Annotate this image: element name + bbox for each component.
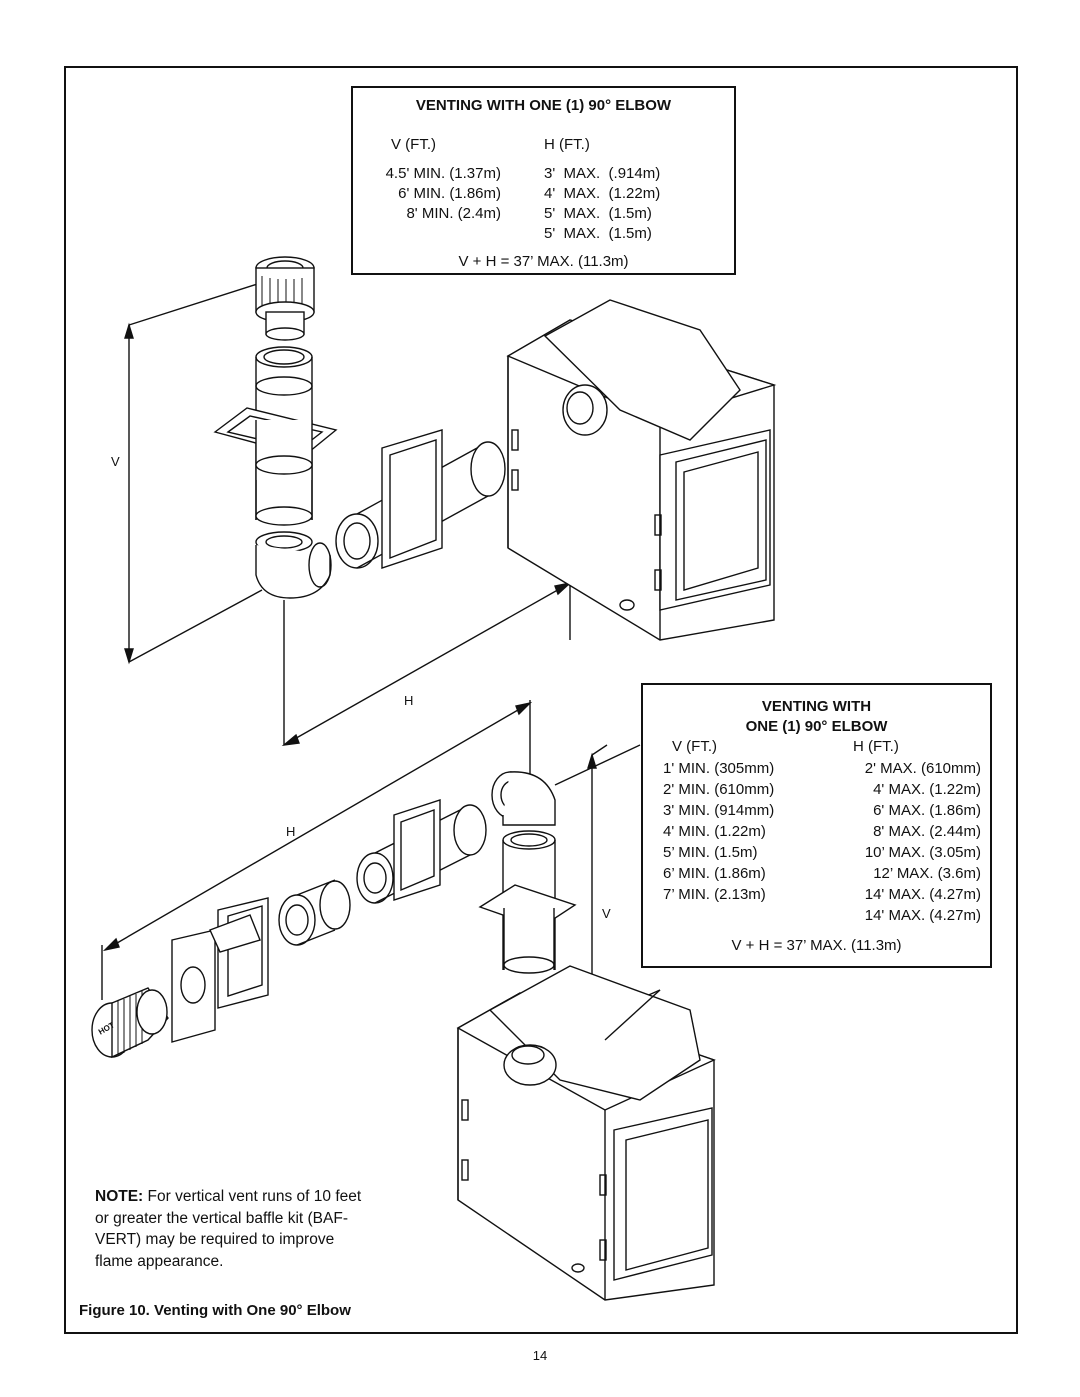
note-text: NOTE: For vertical vent runs of 10 feet … <box>95 1186 370 1272</box>
v-value: 6’ MIN. (1.86m) <box>663 865 766 882</box>
v-header: V (FT.) <box>391 136 436 153</box>
h-value: 8' MAX. (2.44m) <box>873 823 981 840</box>
h-header: H (FT.) <box>544 136 590 153</box>
h-value: 3' MAX. (.914m) <box>544 165 661 182</box>
arrow-head <box>124 322 134 339</box>
v-label-bottom: V <box>602 906 611 921</box>
h-value: 4' MAX. (1.22m) <box>544 185 661 202</box>
v-label-top: V <box>111 454 120 469</box>
table-total: V + H = 37’ MAX. (11.3m) <box>731 937 902 954</box>
v-value: 8' MIN. (2.4m) <box>406 205 501 222</box>
table-total: V + H = 37’ MAX. (11.3m) <box>458 253 629 270</box>
v-value: 1' MIN. (305mm) <box>663 760 775 777</box>
h-value: 2' MAX. (610mm) <box>864 760 981 777</box>
table-title: ONE (1) 90° ELBOW <box>745 718 888 735</box>
v-value: 5’ MIN. (1.5m) <box>663 844 758 861</box>
h-dimension-line-top <box>283 582 571 746</box>
h-value: 14' MAX. (4.27m) <box>864 907 981 924</box>
h-label-top: H <box>404 693 414 708</box>
v-value: 2' MIN. (610mm) <box>663 781 775 798</box>
h-value: 10’ MAX. (3.05m) <box>864 844 981 861</box>
figure-caption: Figure 10. Venting with One 90° Elbow <box>79 1302 351 1319</box>
v-value: 6' MIN. (1.86m) <box>398 185 501 202</box>
venting-table-bottom: VENTING WITH ONE (1) 90° ELBOW V (FT.) H… <box>641 683 992 968</box>
venting-table-top: VENTING WITH ONE (1) 90° ELBOW V (FT.) H… <box>351 86 736 275</box>
h-value: 6' MAX. (1.86m) <box>873 802 981 819</box>
h-value: 5' MAX. (1.5m) <box>544 205 652 222</box>
note-body: For vertical vent runs of 10 feet or gre… <box>95 1188 362 1270</box>
v-value: 3' MIN. (914mm) <box>663 802 775 819</box>
figure-frame <box>64 66 1018 1334</box>
v-value: 4' MIN. (1.22m) <box>663 823 766 840</box>
table-title: VENTING WITH <box>761 698 872 715</box>
arrow-head <box>124 648 134 665</box>
h-value: 5' MAX. (1.5m) <box>544 225 652 242</box>
h-value: 14' MAX. (4.27m) <box>864 886 981 903</box>
table-title: VENTING WITH ONE (1) 90° ELBOW <box>415 97 672 114</box>
v-value: 4.5' MIN. (1.37m) <box>385 165 501 182</box>
v-value: 7’ MIN. (2.13m) <box>663 886 766 903</box>
note-prefix: NOTE: <box>95 1188 144 1205</box>
page-number: 14 <box>532 1348 548 1363</box>
h-dimension-line-bottom <box>104 702 531 951</box>
h-value: 12’ MAX. (3.6m) <box>873 865 981 882</box>
v-header: V (FT.) <box>672 738 717 755</box>
h-label-bottom: H <box>286 824 296 839</box>
h-value: 4' MAX. (1.22m) <box>873 781 981 798</box>
h-header: H (FT.) <box>853 738 899 755</box>
